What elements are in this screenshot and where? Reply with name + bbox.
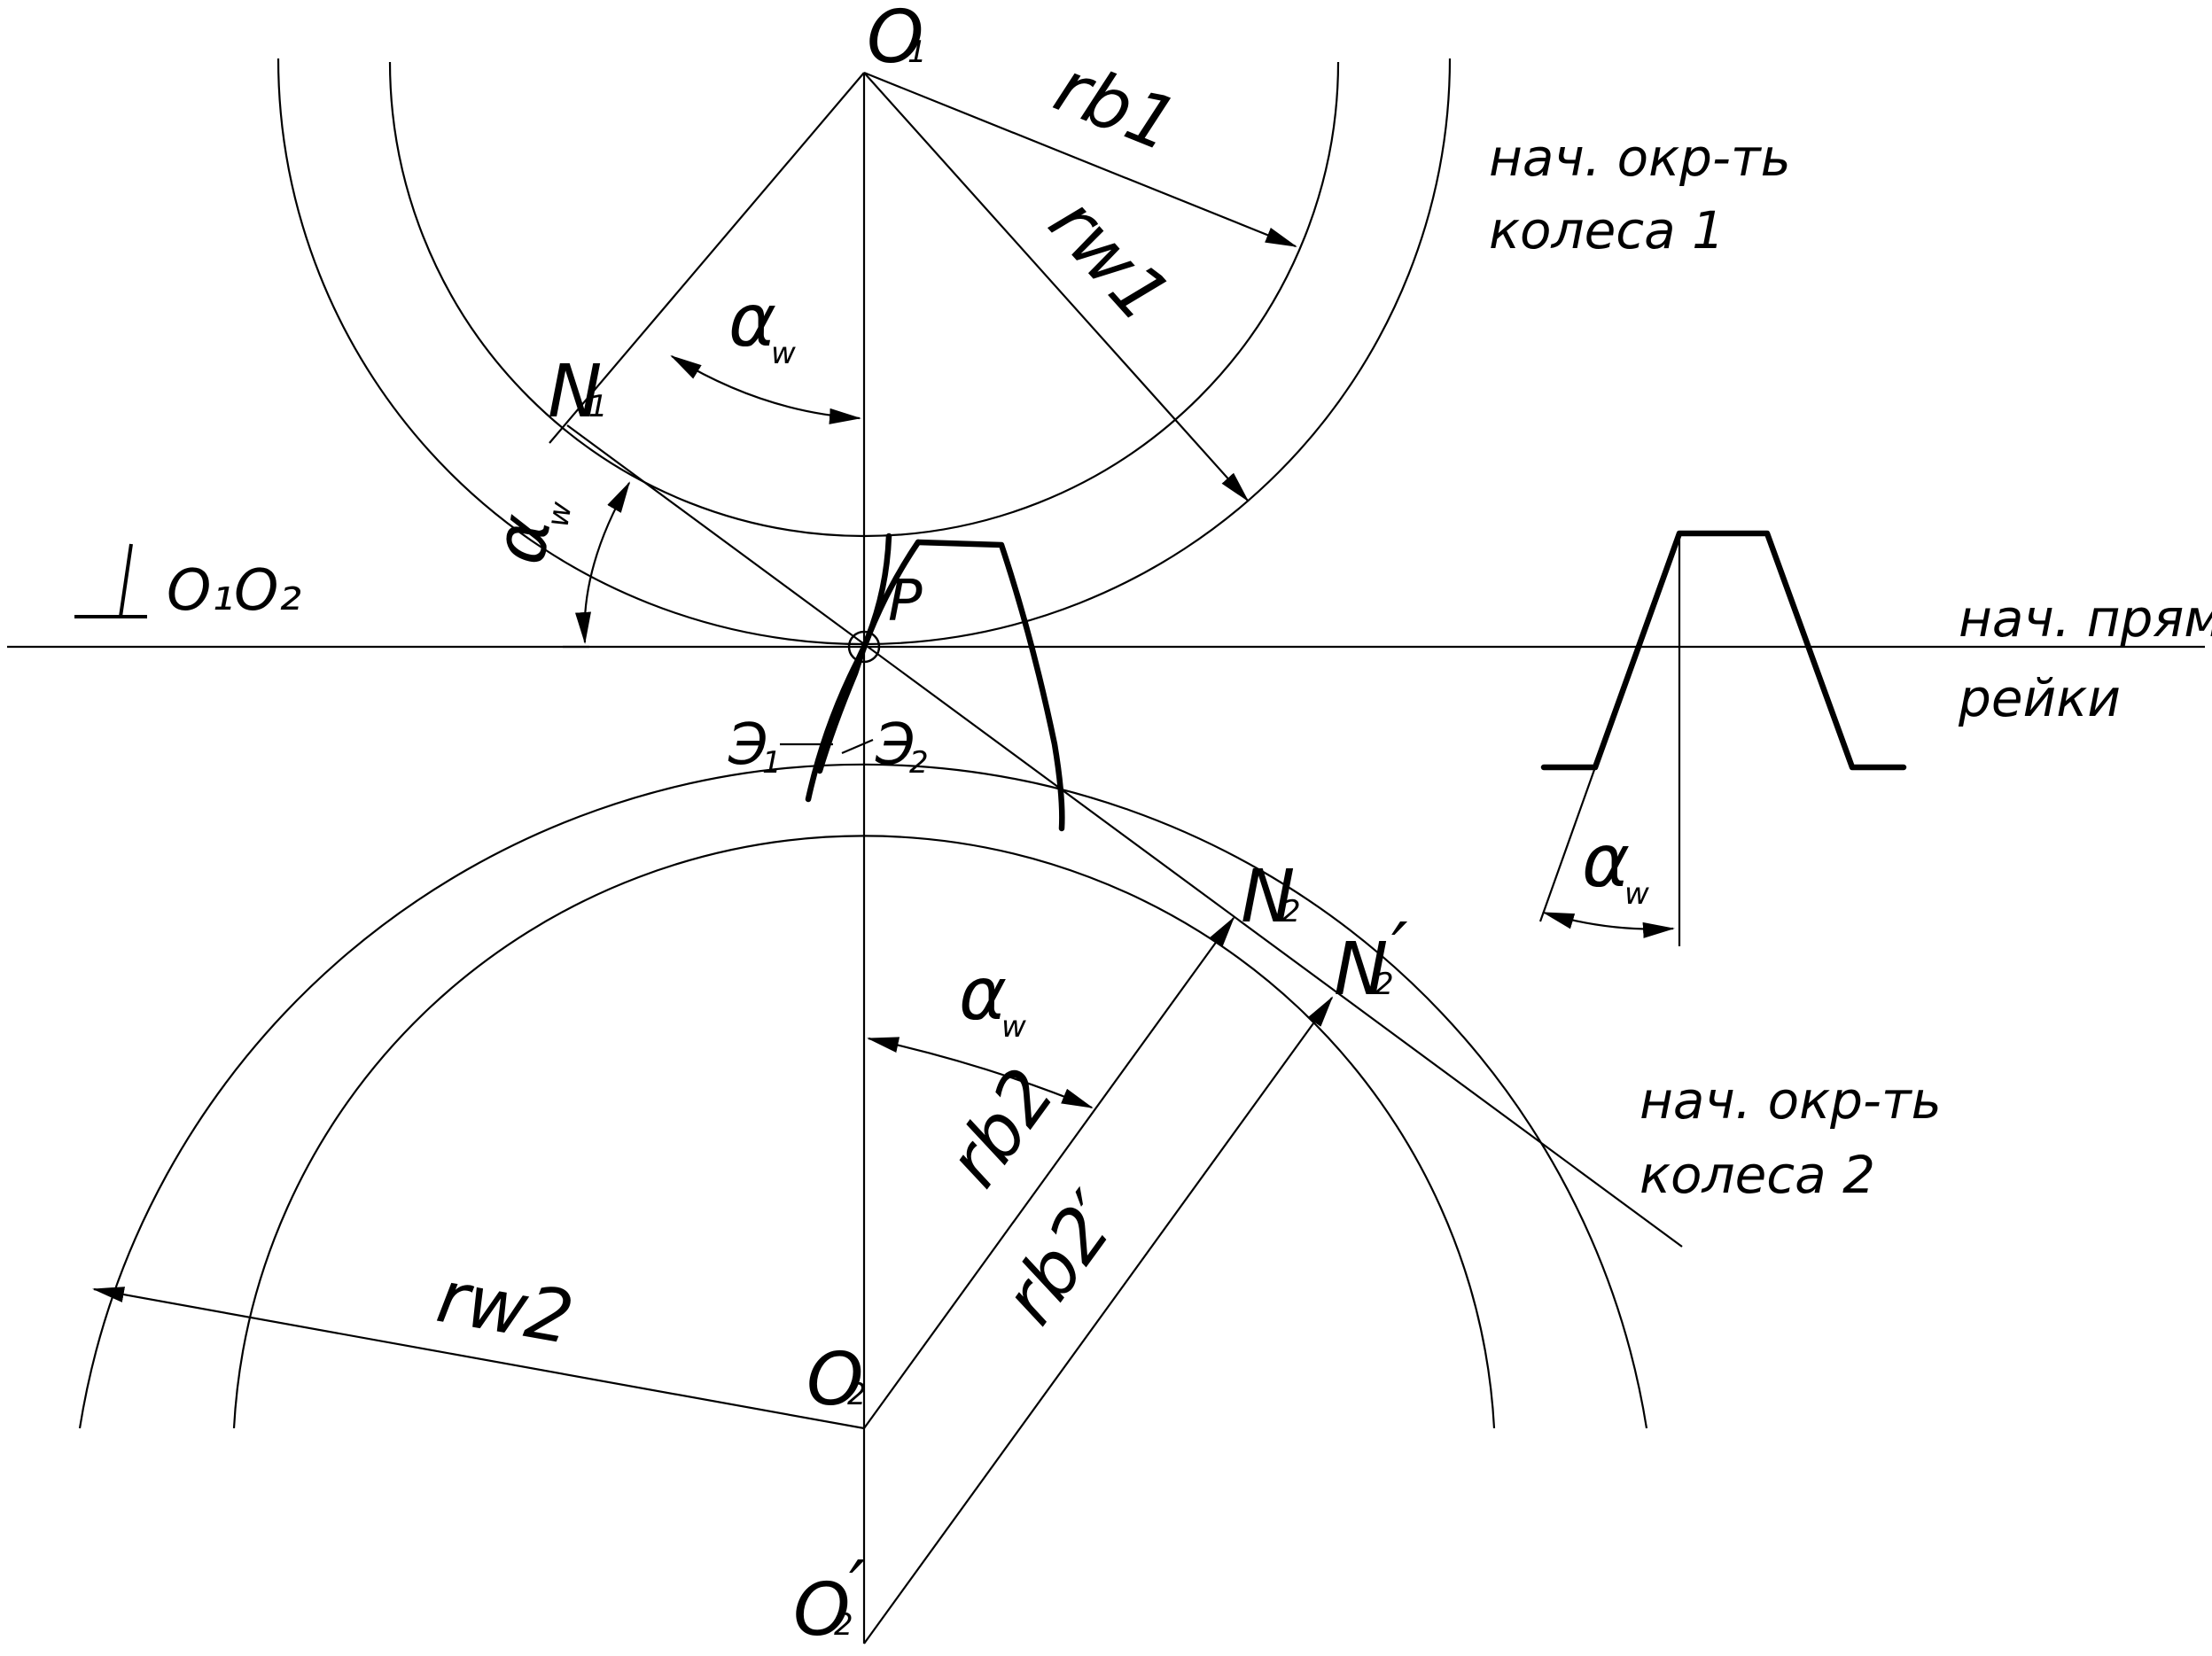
label-e1: Э 1 <box>728 712 782 781</box>
alpha-arc-left <box>575 481 631 644</box>
svg-text:2: 2 <box>1281 894 1301 929</box>
note-wheel1-line1: нач. окр-ть <box>1489 128 1791 188</box>
rb1-radius <box>863 71 1297 248</box>
label-rw2: rw2 <box>432 1255 580 1361</box>
e2-leader <box>841 738 874 755</box>
note-wheel1-line2: колеса 1 <box>1489 200 1725 260</box>
svg-text:w: w <box>541 499 580 530</box>
svg-text:1: 1 <box>588 389 608 424</box>
svg-text:α: α <box>1582 820 1630 904</box>
svg-text:O: O <box>867 0 924 80</box>
svg-text:1: 1 <box>762 745 782 781</box>
svg-text:N: N <box>1334 928 1388 1012</box>
label-alpha-left: α w <box>477 499 580 570</box>
svg-text:2: 2 <box>847 1377 867 1412</box>
svg-text:2: 2 <box>1375 967 1394 1002</box>
svg-text:w: w <box>1001 1009 1026 1045</box>
label-o1: O 1 <box>867 0 927 80</box>
label-rb2-prime: rb2′ <box>987 1178 1137 1340</box>
rack-profile <box>1540 530 1907 771</box>
note-wheel2-line2: колеса 2 <box>1640 1145 1875 1205</box>
label-alpha-rack: α w <box>1582 820 1649 912</box>
label-rb1: rb1 <box>1044 44 1188 168</box>
svg-text:Э: Э <box>875 712 915 778</box>
rb2-radius <box>863 916 1235 1429</box>
rw2-radius <box>92 1287 865 1430</box>
note-wheel2-line1: нач. окр-ть <box>1640 1070 1942 1131</box>
note-rack-line1: нач. прямая <box>1959 588 2212 649</box>
svg-text:α: α <box>728 279 776 363</box>
label-rb2: rb2 <box>931 1053 1071 1201</box>
label-p: P <box>888 569 923 634</box>
svg-text:N: N <box>548 350 602 434</box>
pole-point <box>847 630 881 664</box>
svg-text:2: 2 <box>834 1607 853 1643</box>
rack-flank-ext <box>1538 766 1597 922</box>
label-alpha-bottom: α w <box>959 952 1026 1045</box>
label-o1o2: O₁O₂ <box>167 558 301 624</box>
involute-e2 <box>816 539 922 774</box>
label-n2: N 2 <box>1241 855 1301 939</box>
svg-text:O: O <box>806 1338 864 1422</box>
label-n2-prime: N 2 ′ <box>1334 908 1408 1012</box>
rw1-radius <box>863 72 1250 502</box>
note-rack-line2: рейки <box>1958 668 2121 728</box>
svg-text:w: w <box>1624 876 1649 912</box>
svg-text:2: 2 <box>909 745 929 781</box>
label-o2-prime: O 2 ′ <box>793 1546 866 1652</box>
line-of-action <box>566 424 1683 1248</box>
label-o2: O 2 <box>806 1338 867 1422</box>
rb2p-radius <box>863 996 1334 1644</box>
perp-stem <box>119 543 133 618</box>
o1-n1-radius <box>549 72 865 444</box>
alpha-arc-rack <box>1542 911 1675 938</box>
svg-text:′: ′ <box>849 1546 866 1630</box>
svg-text:′: ′ <box>1391 908 1408 992</box>
svg-text:1: 1 <box>907 35 927 70</box>
label-rw1: rw1 <box>1032 182 1186 338</box>
svg-text:w: w <box>771 336 796 371</box>
label-n1: N 1 <box>548 350 608 434</box>
svg-text:N: N <box>1241 855 1295 939</box>
alpha-arc-top <box>670 354 861 424</box>
svg-text:O: O <box>793 1568 851 1652</box>
label-alpha-top: α w <box>728 279 796 371</box>
tooth-profile-wheel1 <box>915 539 1065 832</box>
svg-text:Э: Э <box>728 712 768 778</box>
label-e2: Э 2 <box>875 712 929 781</box>
svg-text:α: α <box>959 952 1007 1037</box>
alpha-arc-bottom <box>867 1037 1094 1109</box>
